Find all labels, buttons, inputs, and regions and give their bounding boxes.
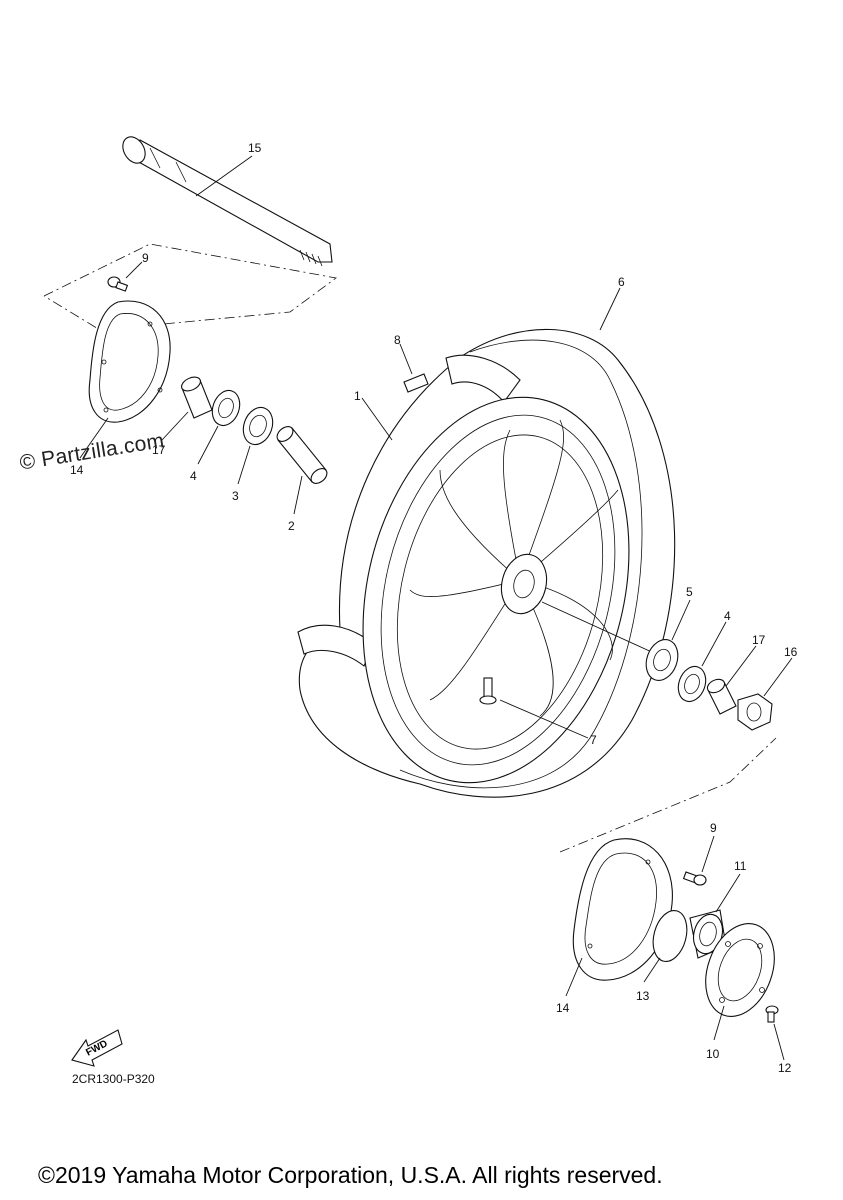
callout-4b[interactable]: 4 bbox=[724, 609, 731, 623]
cover-plate-right-part[interactable] bbox=[572, 838, 673, 981]
bolt-right-part[interactable] bbox=[682, 871, 707, 886]
callout-16[interactable]: 16 bbox=[784, 645, 798, 659]
leader-13 bbox=[643, 957, 661, 983]
callout-2[interactable]: 2 bbox=[288, 519, 295, 533]
leader-15 bbox=[195, 155, 253, 197]
leader-hub bbox=[541, 601, 657, 655]
fwd-arrow-icon: FWD bbox=[71, 1029, 123, 1067]
leader-4b bbox=[701, 621, 727, 667]
leader-2 bbox=[293, 475, 303, 515]
axle-part[interactable] bbox=[118, 133, 333, 267]
leader-12 bbox=[773, 1023, 785, 1061]
leader-14a bbox=[79, 417, 109, 459]
left-group-outline bbox=[43, 243, 337, 331]
leader-1 bbox=[361, 397, 393, 441]
disc-bolt-part[interactable] bbox=[765, 1005, 779, 1023]
leader-16 bbox=[763, 657, 793, 697]
callout-13[interactable]: 13 bbox=[636, 989, 650, 1003]
copyright-notice: ©2019 Yamaha Motor Corporation, U.S.A. A… bbox=[38, 1162, 663, 1188]
oil-seal-left-part[interactable] bbox=[208, 387, 245, 430]
callout-17b[interactable]: 17 bbox=[752, 633, 766, 647]
callout-14a[interactable]: 14 bbox=[70, 463, 84, 477]
leader-11 bbox=[715, 873, 741, 913]
leader-8 bbox=[399, 343, 413, 375]
brake-disc-part[interactable] bbox=[694, 914, 787, 1026]
callout-14b[interactable]: 14 bbox=[556, 1001, 570, 1015]
leader-7 bbox=[499, 699, 589, 739]
callout-10[interactable]: 10 bbox=[706, 1047, 720, 1061]
bearing-left-part[interactable] bbox=[238, 403, 277, 448]
callout-7[interactable]: 7 bbox=[590, 733, 597, 747]
right-group-outline bbox=[559, 737, 777, 853]
leader-14b bbox=[565, 957, 583, 997]
callout-8[interactable]: 8 bbox=[394, 333, 401, 347]
balance-weight-part[interactable] bbox=[403, 373, 429, 393]
bolt-left-part[interactable] bbox=[107, 276, 129, 292]
leader-5 bbox=[671, 599, 691, 641]
oil-seal-right-part[interactable] bbox=[674, 663, 711, 706]
leader-3 bbox=[237, 445, 251, 485]
callout-17a[interactable]: 17 bbox=[152, 443, 166, 457]
callout-4a[interactable]: 4 bbox=[190, 469, 197, 483]
callout-11[interactable]: 11 bbox=[734, 859, 747, 873]
axle-nut-part[interactable] bbox=[737, 693, 773, 731]
callout-15[interactable]: 15 bbox=[248, 141, 262, 155]
bearing-right-part[interactable] bbox=[641, 635, 684, 685]
reference-code: 2CR1300-P320 bbox=[72, 1072, 155, 1086]
leader-17b bbox=[725, 645, 757, 687]
leader-17a bbox=[161, 411, 189, 441]
collar-right-part[interactable] bbox=[705, 677, 737, 715]
callout-9a[interactable]: 9 bbox=[142, 251, 149, 265]
leader-10 bbox=[713, 1005, 725, 1041]
callout-6[interactable]: 6 bbox=[618, 275, 625, 289]
o-ring-part[interactable] bbox=[648, 907, 692, 966]
callout-12[interactable]: 12 bbox=[778, 1061, 792, 1075]
spacer-part[interactable] bbox=[274, 424, 330, 487]
valve-part[interactable] bbox=[479, 677, 497, 705]
callout-1[interactable]: 1 bbox=[354, 389, 361, 403]
callout-9b[interactable]: 9 bbox=[710, 821, 717, 835]
leader-9a bbox=[125, 261, 143, 279]
cover-plate-left-part[interactable] bbox=[88, 300, 171, 423]
collar-left-part[interactable] bbox=[179, 374, 213, 419]
leader-9b bbox=[701, 835, 715, 873]
leader-4a bbox=[197, 425, 219, 465]
leader-6 bbox=[599, 287, 621, 331]
callout-5[interactable]: 5 bbox=[686, 585, 693, 599]
callout-3[interactable]: 3 bbox=[232, 489, 239, 503]
wheel-rim-part[interactable] bbox=[324, 369, 667, 811]
